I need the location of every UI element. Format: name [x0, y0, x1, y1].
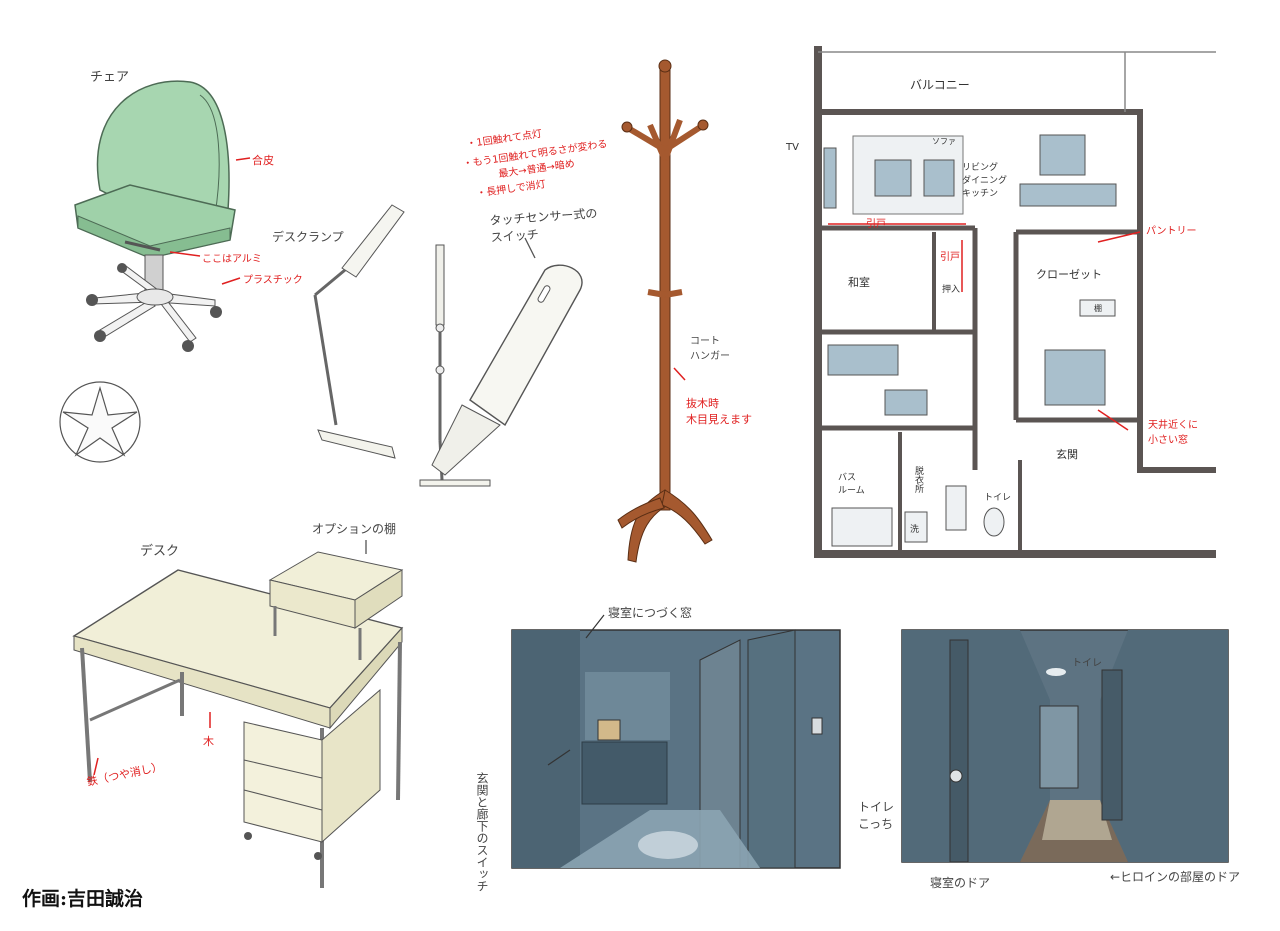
scene2-bedroom-door: 寝室のドア [930, 876, 991, 890]
scene1-illustration [511, 614, 841, 869]
scene2-toilet-label: トイレ [1072, 658, 1102, 669]
plan-washer: 洗 [910, 525, 920, 535]
desk-lamp-illustration [313, 204, 583, 487]
scene2-illustration [901, 629, 1229, 863]
plan-sliding-door: 引戸 [866, 219, 886, 230]
scene1-top-label: 寝室につづく窓 [608, 606, 693, 620]
plan-sofa: ソファ [932, 137, 956, 146]
lamp-title: デスクランプ [272, 230, 344, 244]
desk-illustration [72, 540, 404, 888]
desk-note-wood: 木 [203, 735, 214, 748]
desk-shelf-label: オプションの棚 [312, 522, 397, 536]
coat-hanger-illustration [617, 59, 713, 563]
chair-title: チェア [90, 70, 130, 85]
plan-living: リビング ダイニング キッチン [962, 163, 1008, 199]
plan-closet: クローゼット [1036, 268, 1102, 281]
plan-dressing: 脱衣所 [913, 466, 923, 493]
plan-high-window: 天井近くに 小さい窓 [1148, 420, 1198, 446]
scene1-right-label: トイレ こっち [858, 800, 895, 831]
hanger-note: 抜木時 木目見えます [686, 397, 752, 426]
chair-illustration [59, 80, 251, 463]
lamp-touch-switch: タッチセンサー式の スイッチ [489, 206, 598, 245]
plan-japanese-room: 和室 [848, 276, 870, 289]
plan-bath: バス ルーム [838, 473, 865, 496]
plan-entrance: 玄関 [1056, 448, 1078, 461]
floor-plan [814, 46, 1216, 558]
plan-sliding-door-2: 引戸 [940, 252, 960, 263]
plan-tv: TV [786, 142, 799, 153]
lamp-note-4: ・長押しで消灯 [475, 179, 547, 200]
hanger-title: コート ハンガー [690, 336, 730, 362]
artist-credit: 作画:吉田誠治 [22, 888, 144, 910]
chair-note-plastic: プラスチック [243, 275, 303, 286]
desk-title: デスク [140, 544, 180, 559]
plan-balcony: バルコニー [910, 78, 970, 92]
scene1-left-label: 玄関と廊下のスイッチ [475, 772, 489, 892]
scene2-heroine-door: ←ヒロインの部屋のドア [1110, 870, 1241, 884]
plan-oshiire: 押入 [942, 285, 961, 295]
chair-note-leather: 合皮 [252, 154, 274, 167]
plan-toilet: トイレ [984, 493, 1012, 503]
chair-note-aluminum: ここはアルミ [202, 254, 262, 265]
plan-shelf: 棚 [1094, 304, 1102, 313]
plan-pantry: パントリー [1146, 226, 1197, 237]
